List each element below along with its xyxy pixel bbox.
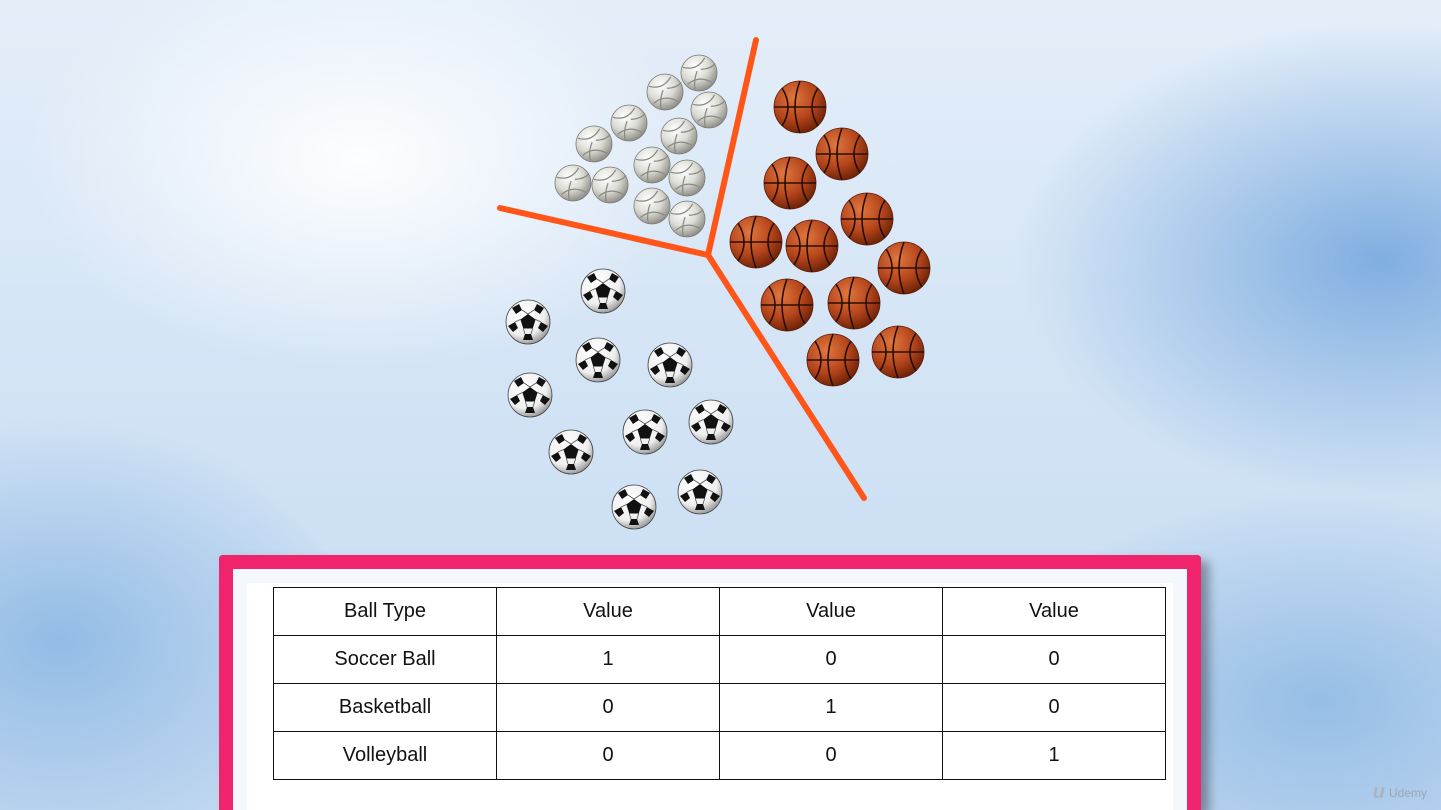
table-cell: 0 (719, 731, 943, 780)
table-row: Volleyball 0 0 1 (273, 731, 1166, 780)
soccer-ball-icon (647, 342, 693, 388)
basketball-icon (763, 156, 817, 210)
volleyball-icon (591, 166, 629, 204)
table-row: Basketball 0 1 0 (273, 683, 1166, 732)
soccer-ball-icon (622, 409, 668, 455)
soccer-ball-icon (505, 299, 551, 345)
basketball-icon (815, 127, 869, 181)
cluster-dividers (497, 37, 867, 501)
soccer-ball-icon (611, 484, 657, 530)
basketball-icon (806, 333, 860, 387)
divider-line-left (497, 205, 711, 258)
basketball-icon (773, 80, 827, 134)
soccer-ball-icon (688, 399, 734, 445)
basketball-icon (877, 241, 931, 295)
row-label: Soccer Ball (273, 635, 497, 684)
row-label: Volleyball (273, 731, 497, 780)
column-header: Value (719, 587, 943, 636)
udemy-watermark: u Udemy (1373, 781, 1427, 804)
soccer-ball-icon (507, 372, 553, 418)
volleyball-icon (633, 187, 671, 225)
basketball-icon (729, 215, 783, 269)
table-cell: 0 (942, 635, 1166, 684)
watermark-text: Udemy (1388, 785, 1427, 800)
soccer-ball-icon (575, 337, 621, 383)
volleyball-icon (646, 73, 684, 111)
volleyball-icon (668, 200, 706, 238)
volleyball-icon (680, 54, 718, 92)
soccer-ball-icon (580, 268, 626, 314)
ball-clusters-scene (497, 37, 931, 530)
volleyball-icon (668, 159, 706, 197)
basketball-icon (827, 276, 881, 330)
table-header-row: Ball Type Value Value Value (273, 587, 1166, 636)
basketball-icon (760, 278, 814, 332)
column-header: Value (496, 587, 720, 636)
basketball-icon (840, 192, 894, 246)
basketball-icon (871, 325, 925, 379)
soccer-ball-icon (677, 469, 723, 515)
volleyball-icon (633, 146, 671, 184)
soccer-ball-cluster (505, 268, 734, 530)
divider-line-bottom (705, 252, 867, 501)
volleyball-icon (554, 164, 592, 202)
volleyball-icon (610, 104, 648, 142)
column-header: Ball Type (273, 587, 497, 636)
volleyball-icon (660, 117, 698, 155)
table-row: Soccer Ball 1 0 0 (273, 635, 1166, 684)
table-cell: 0 (496, 683, 720, 732)
row-label: Basketball (273, 683, 497, 732)
one-hot-table: Ball Type Value Value Value Soccer Ball … (273, 587, 1166, 780)
table-cell: 0 (719, 635, 943, 684)
soccer-ball-icon (548, 429, 594, 475)
divider-line-top (705, 37, 759, 258)
udemy-logo-icon: u (1372, 781, 1385, 803)
basketball-icon (785, 219, 839, 273)
volleyball-icon (575, 125, 613, 163)
table-cell: 0 (942, 683, 1166, 732)
table-cell: 1 (719, 683, 943, 732)
table-cell: 1 (942, 731, 1166, 780)
table-cell: 0 (496, 731, 720, 780)
volleyball-icon (690, 91, 728, 129)
volleyball-cluster (554, 54, 728, 238)
column-header: Value (942, 587, 1166, 636)
table-cell: 1 (496, 635, 720, 684)
